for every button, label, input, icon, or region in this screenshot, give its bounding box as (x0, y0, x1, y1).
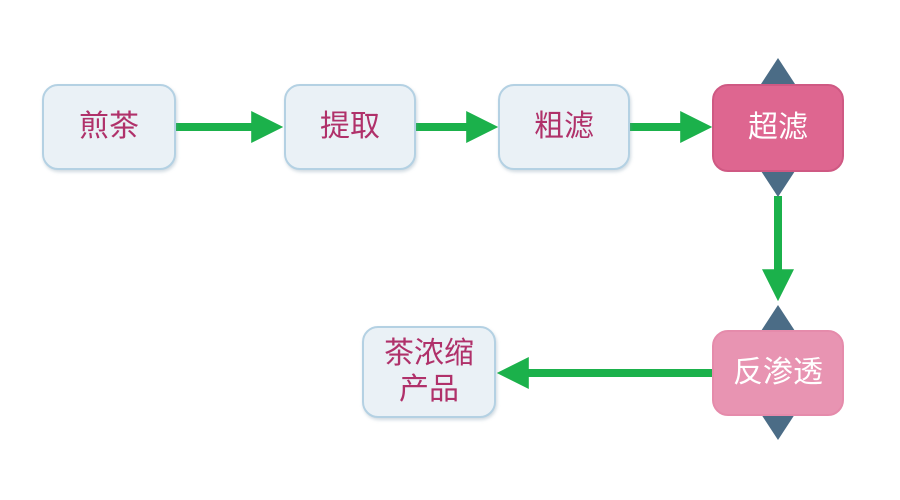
port-top-fanshentou (761, 305, 795, 331)
node-chaolv: 超滤 (712, 84, 844, 172)
port-bottom-chaolv (761, 171, 795, 197)
node-label: 提取 (320, 109, 380, 144)
port-bottom-fanshentou (761, 414, 795, 440)
node-label: 反渗透 (733, 355, 823, 390)
node-jiancha: 煎茶 (42, 84, 176, 170)
node-label: 超滤 (748, 110, 808, 145)
node-fanshentou: 反渗透 (712, 330, 844, 416)
port-top-chaolv (761, 58, 795, 84)
node-label: 茶浓缩 产品 (384, 336, 474, 407)
node-tiqu: 提取 (284, 84, 416, 170)
node-label: 粗滤 (534, 109, 594, 144)
node-label: 煎茶 (79, 109, 139, 144)
node-culv: 粗滤 (498, 84, 630, 170)
node-product: 茶浓缩 产品 (362, 326, 496, 418)
